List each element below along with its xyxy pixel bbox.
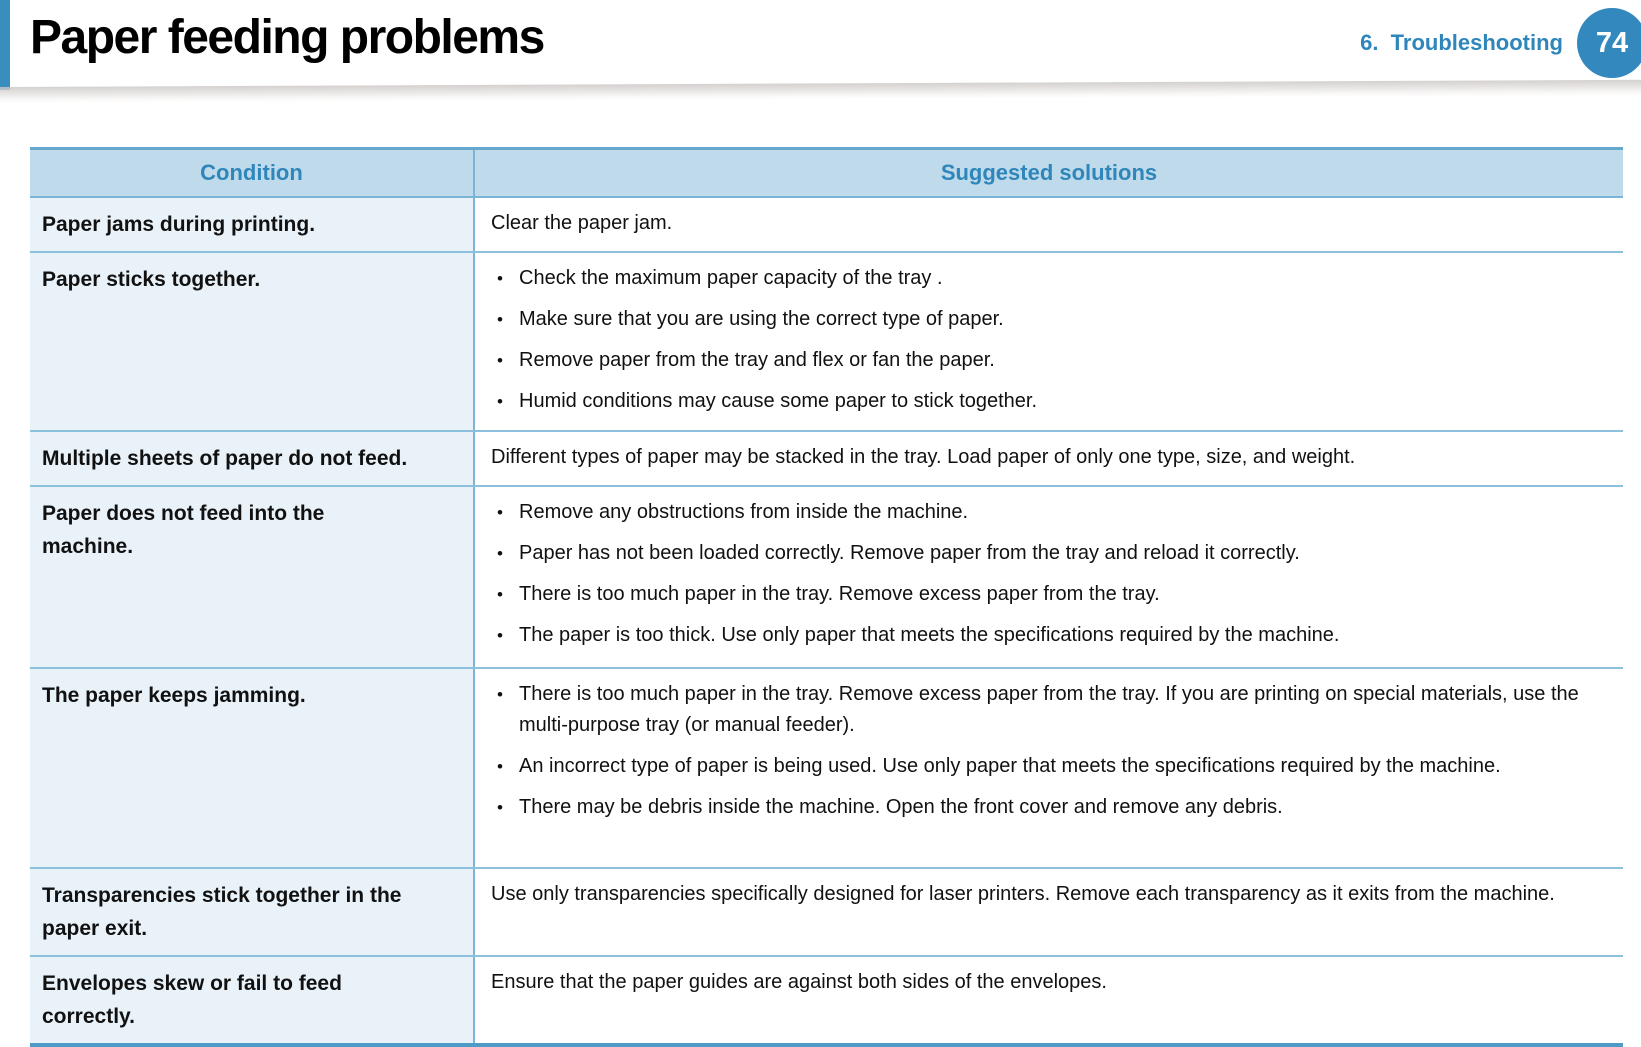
solution-text: Paper has not been loaded correctly. Rem…	[519, 541, 1300, 564]
table-row: The paper keeps jamming. • There is too mu…	[30, 667, 1623, 869]
solutions-cell: Clear the paper jam.	[474, 196, 1623, 253]
condition-cell: The paper keeps jamming.	[30, 667, 475, 869]
condition-text: Paper does not feed into the machine.	[42, 501, 325, 558]
table-row: Paper jams during printing. Clear the pap…	[30, 196, 1623, 253]
bullet-icon: •	[497, 502, 503, 522]
troubleshooting-table: Condition Suggested solutions Paper jams…	[30, 147, 1623, 1047]
column-header-solutions: Suggested solutions	[474, 147, 1623, 198]
bullet-icon: •	[497, 391, 503, 411]
table-row: Paper does not feed into the machine. • Re…	[30, 485, 1623, 669]
condition-text: Envelopes skew or fail to feed correctly…	[42, 971, 342, 1028]
solution-text: The paper is too thick. Use only paper t…	[519, 623, 1340, 646]
bullet-item: • Remove paper from the tray and flex or …	[491, 345, 1613, 376]
condition-cell: Multiple sheets of paper do not feed.	[30, 430, 475, 487]
solution-text: Clear the paper jam.	[491, 211, 673, 234]
solution-text: An incorrect type of paper is being used…	[519, 754, 1501, 777]
solutions-cell: • Check the maximum paper capacity of the…	[474, 251, 1623, 432]
solutions-cell: • Remove any obstructions from inside the…	[474, 485, 1623, 669]
solution-text: Remove paper from the tray and flex or f…	[519, 348, 995, 371]
solutions-cell: Use only transparencies specifically des…	[474, 867, 1623, 957]
bullet-item: • Paper has not been loaded correctly. Re…	[491, 538, 1613, 569]
page-title: Paper feeding problems	[30, 11, 545, 64]
solution-text: There may be debris inside the machine. …	[519, 795, 1283, 818]
bullet-item: • There may be debris inside the machine.…	[491, 792, 1613, 823]
solution-text: Make sure that you are using the correct…	[519, 307, 1004, 330]
bullet-icon: •	[497, 684, 503, 704]
bullet-item: • Make sure that you are using the correc…	[491, 304, 1613, 335]
solutions-cell: • There is too much paper in the tray. Re…	[474, 667, 1623, 869]
bullet-item: • Remove any obstructions from inside the…	[491, 497, 1613, 528]
condition-cell: Paper jams during printing.	[30, 196, 475, 253]
table-row: Envelopes skew or fail to feed correctly…	[30, 955, 1623, 1047]
solution-text: Ensure that the paper guides are against…	[491, 970, 1107, 993]
condition-text: Multiple sheets of paper do not feed.	[42, 446, 408, 470]
table-row: Paper sticks together. • Check the maximum…	[30, 251, 1623, 432]
bullet-icon: •	[497, 797, 503, 817]
table-header-row: Condition Suggested solutions	[30, 147, 1623, 198]
bullet-item: • The paper is too thick. Use only paper …	[491, 620, 1613, 651]
condition-text: Paper sticks together.	[42, 267, 261, 291]
solution-text: Check the maximum paper capacity of the …	[519, 266, 943, 289]
solution-text: Humid conditions may cause some paper to…	[519, 389, 1038, 412]
condition-cell: Envelopes skew or fail to feed correctly…	[30, 955, 475, 1047]
header-right: 6. Troubleshooting 74	[1360, 8, 1641, 78]
table-body: Paper jams during printing. Clear the pap…	[30, 196, 1623, 1047]
bullet-item: • An incorrect type of paper is being use…	[491, 751, 1613, 782]
bullet-icon: •	[497, 309, 503, 329]
condition-cell: Paper does not feed into the machine.	[30, 485, 475, 669]
solution-text: Remove any obstructions from inside the …	[519, 500, 969, 523]
header-accent-bar	[0, 0, 10, 90]
bullet-icon: •	[497, 350, 503, 370]
solutions-cell: Different types of paper may be stacked …	[474, 430, 1623, 487]
bullet-icon: •	[497, 584, 503, 604]
bullet-icon: •	[497, 268, 503, 288]
condition-text: The paper keeps jamming.	[42, 683, 306, 707]
condition-cell: Transparencies stick together in the pap…	[30, 867, 475, 957]
bullet-item: • There is too much paper in the tray. Re…	[491, 679, 1613, 741]
table-header: Condition Suggested solutions	[30, 147, 1623, 198]
solutions-cell: Ensure that the paper guides are against…	[474, 955, 1623, 1047]
chapter-label: 6. Troubleshooting	[1360, 30, 1563, 55]
solution-text: There is too much paper in the tray. Rem…	[519, 582, 1160, 605]
bullet-item: • There is too much paper in the tray. Re…	[491, 579, 1613, 610]
bullet-icon: •	[497, 543, 503, 563]
condition-text: Paper jams during printing.	[42, 212, 316, 236]
column-header-condition: Condition	[30, 147, 475, 198]
bullet-item: • Check the maximum paper capacity of the…	[491, 263, 1613, 294]
solution-text: There is too much paper in the tray. Rem…	[519, 682, 1579, 736]
bullet-icon: •	[497, 756, 503, 776]
table-row: Transparencies stick together in the pap…	[30, 867, 1623, 957]
bullet-icon: •	[497, 625, 503, 645]
page-header: Paper feeding problems 6. Troubleshootin…	[30, 0, 1641, 90]
page-number-badge: 74	[1577, 8, 1641, 78]
condition-text: Transparencies stick together in the pap…	[42, 883, 402, 940]
table-row: Multiple sheets of paper do not feed. Dif…	[30, 430, 1623, 487]
solution-text: Different types of paper may be stacked …	[491, 445, 1356, 468]
bullet-item: • Humid conditions may cause some paper t…	[491, 386, 1613, 417]
condition-cell: Paper sticks together.	[30, 251, 475, 432]
solution-text: Use only transparencies specifically des…	[491, 882, 1555, 905]
